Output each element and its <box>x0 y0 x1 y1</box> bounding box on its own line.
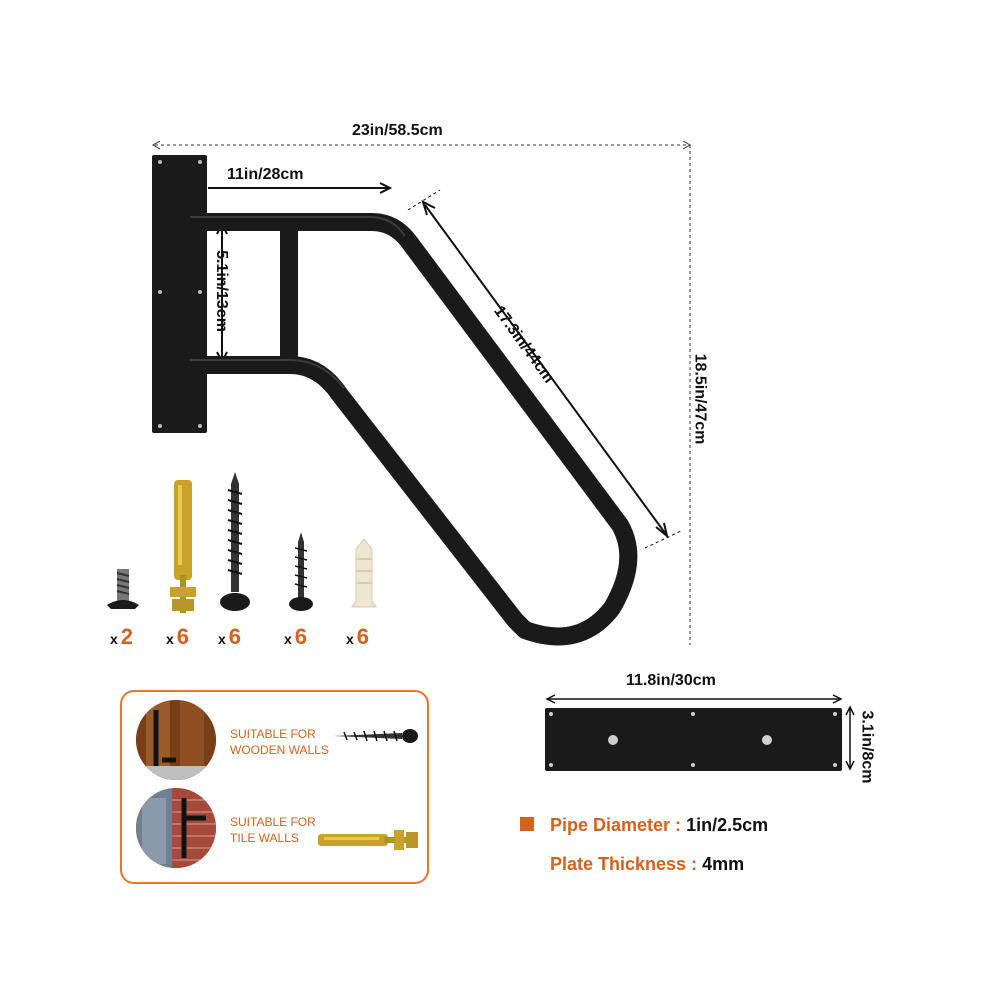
dimension-line-inner-width <box>208 182 393 194</box>
anchor-bolt-sample-icon <box>318 830 418 850</box>
wooden-walls-text: SUITABLE FOR WOODEN WALLS <box>230 727 329 757</box>
wood-screw-sample-icon <box>334 729 418 743</box>
long-wood-screw-icon <box>220 472 250 611</box>
label-rail-gap: 5.1in/13cm <box>212 250 230 332</box>
dimension-line-overall-width <box>151 140 692 150</box>
tile-walls-text: SUITABLE FOR TILE WALLS <box>230 815 316 845</box>
expansion-anchor-bolt-icon <box>170 480 196 613</box>
plate-dimension-lines <box>545 694 855 771</box>
plate-thickness-spec: Plate Thickness : 4mm <box>550 854 745 874</box>
plate-top-view <box>545 708 842 771</box>
label-plate-height: 3.1in/8cm <box>858 710 876 784</box>
plastic-wall-plug-icon <box>351 538 377 608</box>
tile-wall-photo <box>136 788 216 868</box>
label-inner-width: 11in/28cm <box>227 166 304 183</box>
label-overall-width: 23in/58.5cm <box>352 122 443 139</box>
wooden-wall-photo <box>136 700 216 780</box>
machine-screw-icon <box>107 569 139 609</box>
suitability-card: SUITABLE FOR WOODEN WALLS SUITABLE FOR T… <box>120 690 429 884</box>
label-overall-height: 18.5in/47cm <box>691 353 709 445</box>
spec-bullet <box>520 817 534 831</box>
label-plate-width: 11.8in/30cm <box>626 672 716 689</box>
wall-plate <box>152 155 207 433</box>
short-wood-screw-icon <box>289 532 313 611</box>
pipe-diameter-spec: Pipe Diameter : 1in/2.5cm <box>550 815 769 835</box>
dimension-line-diagonal <box>407 189 684 549</box>
